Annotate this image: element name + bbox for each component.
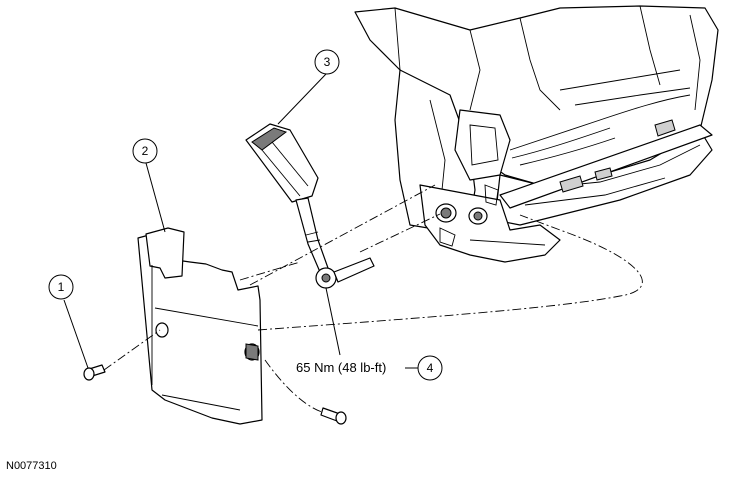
trim-bolt-lower (320, 407, 347, 425)
callout-leaders (63, 73, 418, 369)
alignment-lines (103, 184, 643, 413)
callout-2: 2 (132, 138, 158, 164)
callout-1-number: 1 (58, 280, 65, 294)
callout-3-number: 3 (324, 55, 331, 69)
torque-spec-label: 65 Nm (48 lb-ft) (296, 360, 386, 375)
seat-belt-buckle (245, 123, 375, 289)
callout-1: 1 (48, 274, 74, 300)
callout-4: 4 (417, 355, 443, 381)
callout-3: 3 (314, 49, 340, 75)
callout-4-number: 4 (427, 361, 434, 375)
trim-bolt-upper (83, 364, 106, 381)
trim-cover (137, 227, 263, 425)
seat-frame (354, 5, 719, 263)
callout-2-number: 2 (142, 144, 149, 158)
reference-code: N0077310 (6, 460, 57, 472)
